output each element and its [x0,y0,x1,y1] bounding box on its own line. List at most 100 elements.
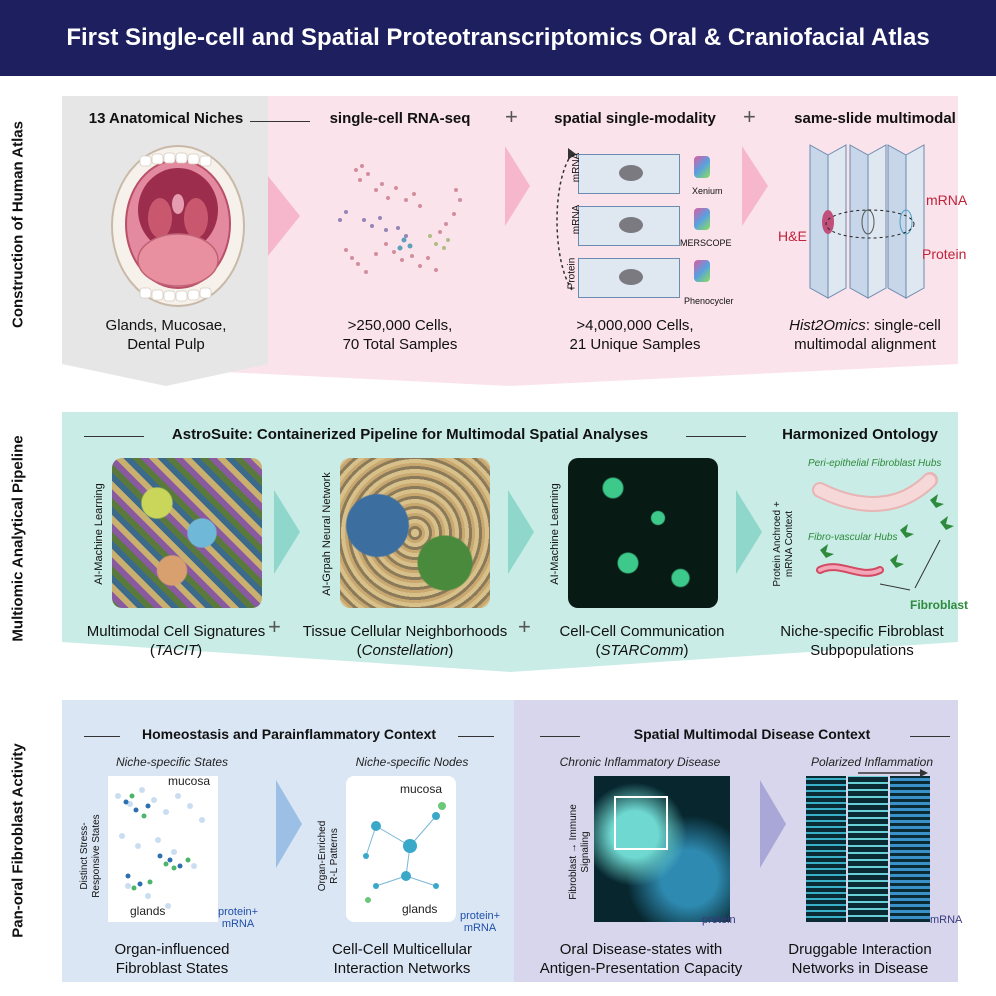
row3-divider [458,736,494,737]
row2-background [62,412,958,672]
row1-col1-heading: 13 Anatomical Niches [88,110,244,127]
panel-c-image [594,776,730,922]
panel-a-top-label: mucosa [168,774,211,788]
slide-3-platform: Phenocycler [684,296,734,306]
panel-b-bottom-label: glands [402,902,438,916]
tacit-image [112,458,262,608]
panel-a-vlabel: Distinct Stress-Responsive States [79,814,102,898]
panel-b-subtitle: Niche-specific Nodes [355,755,469,769]
panel-b-network [346,776,456,922]
panel-a-scatter [108,776,218,922]
row1-col3-heading: spatial single-modality [554,110,716,127]
row3-arrow-2 [760,780,786,868]
row1-side-label: Construction of Human Atlas [9,121,27,328]
row2-main-heading: AstroSuite: Containerized Pipeline for M… [171,426,649,443]
fibroblast-label: Fibroblast [910,598,969,612]
panel-d-strip-3 [890,776,930,922]
constellation-image [340,458,490,608]
slide-3-modality: Protein [566,257,578,290]
tissue-icon [619,217,643,233]
row1-col4-caption: Hist2Omics: single-cell multimodal align… [789,317,941,353]
cell-cluster-icon [694,208,710,230]
protein-label: Protein [922,246,967,262]
panel1-vlabel-wrap: AI-Machine Learning [92,470,106,600]
spatial-slides: mRNA mRNA Protein Xenium MERSCOPE Phenoc… [552,140,734,310]
row1-col4-heading: same-slide multimodal [794,110,956,127]
hub1-label: Peri-epithelial Fibroblast Hubs [808,458,942,469]
slide-1-modality: mRNA [571,152,583,183]
row1-col1-caption: Glands, Mucosae,Dental Pulp [105,317,227,353]
panel-a-bottom-label: glands [130,904,166,918]
row2-divider [686,436,746,437]
row1-divider [250,121,310,122]
he-label: H&E [778,228,807,244]
row2-arrow-1 [274,490,300,574]
row3-arrow-1 [276,780,302,868]
starcomm-image [568,458,718,608]
panel-d-strip-2 [848,776,888,922]
slide-2-platform: MERSCOPE [680,238,732,248]
panel-d-strip-1 [806,776,846,922]
panel-d-subtitle: Polarized Inflammation [810,755,934,769]
page-title: First Single-cell and Spatial Proteotran… [66,24,930,51]
umap-scatter [338,164,462,274]
ontology-vlabel-wrap: Protein Anchroed +mRNA Context [770,480,798,600]
panel-c-subtitle: Chronic Inflammatory Disease [559,755,721,769]
row2-arrow-2 [508,490,534,574]
multimodal-slides [809,144,925,299]
panel3-vlabel-wrap: AI-Machine Learning [548,470,562,600]
slide-2-modality: mRNA [571,204,583,235]
panel2-vlabel: AI-Grpah Neural Network [321,472,333,596]
panel-a-vlabel-wrap: Distinct Stress-Responsive States [78,800,106,910]
plus-icon: + [518,614,531,639]
slide-1 [578,154,680,194]
row3-divider [910,736,950,737]
row1-col2-caption: >250,000 Cells,70 Total Samples [342,317,458,353]
row2-right-heading: Harmonized Ontology [782,426,938,443]
dashed-arrow-icon [556,148,576,291]
row3-arrows [276,780,786,868]
row2-arrow-3 [736,490,762,574]
row1-arrow-3 [742,146,768,226]
panel1-vlabel: AI-Machine Learning [93,483,105,585]
row3-left-heading: Homeostasis and Parainflammatory Context [141,726,437,742]
row2-panel2-caption: Tissue Cellular Neighborhoods (Constella… [302,623,508,659]
plus-icon: + [268,614,281,639]
row2-side-label: Multiomic Analytical Pipeline [9,435,27,642]
row3-divider [540,736,580,737]
slide-3 [578,258,680,298]
panel-a-subtitle: Niche-specific States [115,755,229,769]
row3-right-heading: Spatial Multimodal Disease Context [633,726,871,742]
mrna-label: mRNA [926,192,968,208]
panel-d-modality: mRNA [930,914,963,926]
slide-1-platform: Xenium [692,186,723,196]
tissue-icon [619,269,643,285]
panel-c-modality: protein [702,914,736,926]
row3-divider [84,736,120,737]
title-bar: First Single-cell and Spatial Proteotran… [0,0,996,76]
row3-side-label: Pan-oral Fibroblast Activity [9,743,27,938]
ontology-illustration [812,472,954,591]
row1-col2-heading: single-cell RNA-seq [329,110,471,127]
row2-panel3-caption: Cell-Cell Communication (STARComm) [559,623,725,659]
tissue-icon [619,165,643,181]
row1-col3-caption: >4,000,000 Cells,21 Unique Samples [569,317,701,353]
mouth-illustration [111,145,245,307]
zoom-box [614,796,668,850]
panel-b-top-label: mucosa [400,782,443,796]
plus-icon: + [505,104,518,129]
slide-2 [578,206,680,246]
row1-arrow-2 [505,146,530,226]
row2-divider [84,436,144,437]
cell-cluster-icon [694,260,710,282]
panel-a-modality: protein+mRNA [218,906,259,930]
